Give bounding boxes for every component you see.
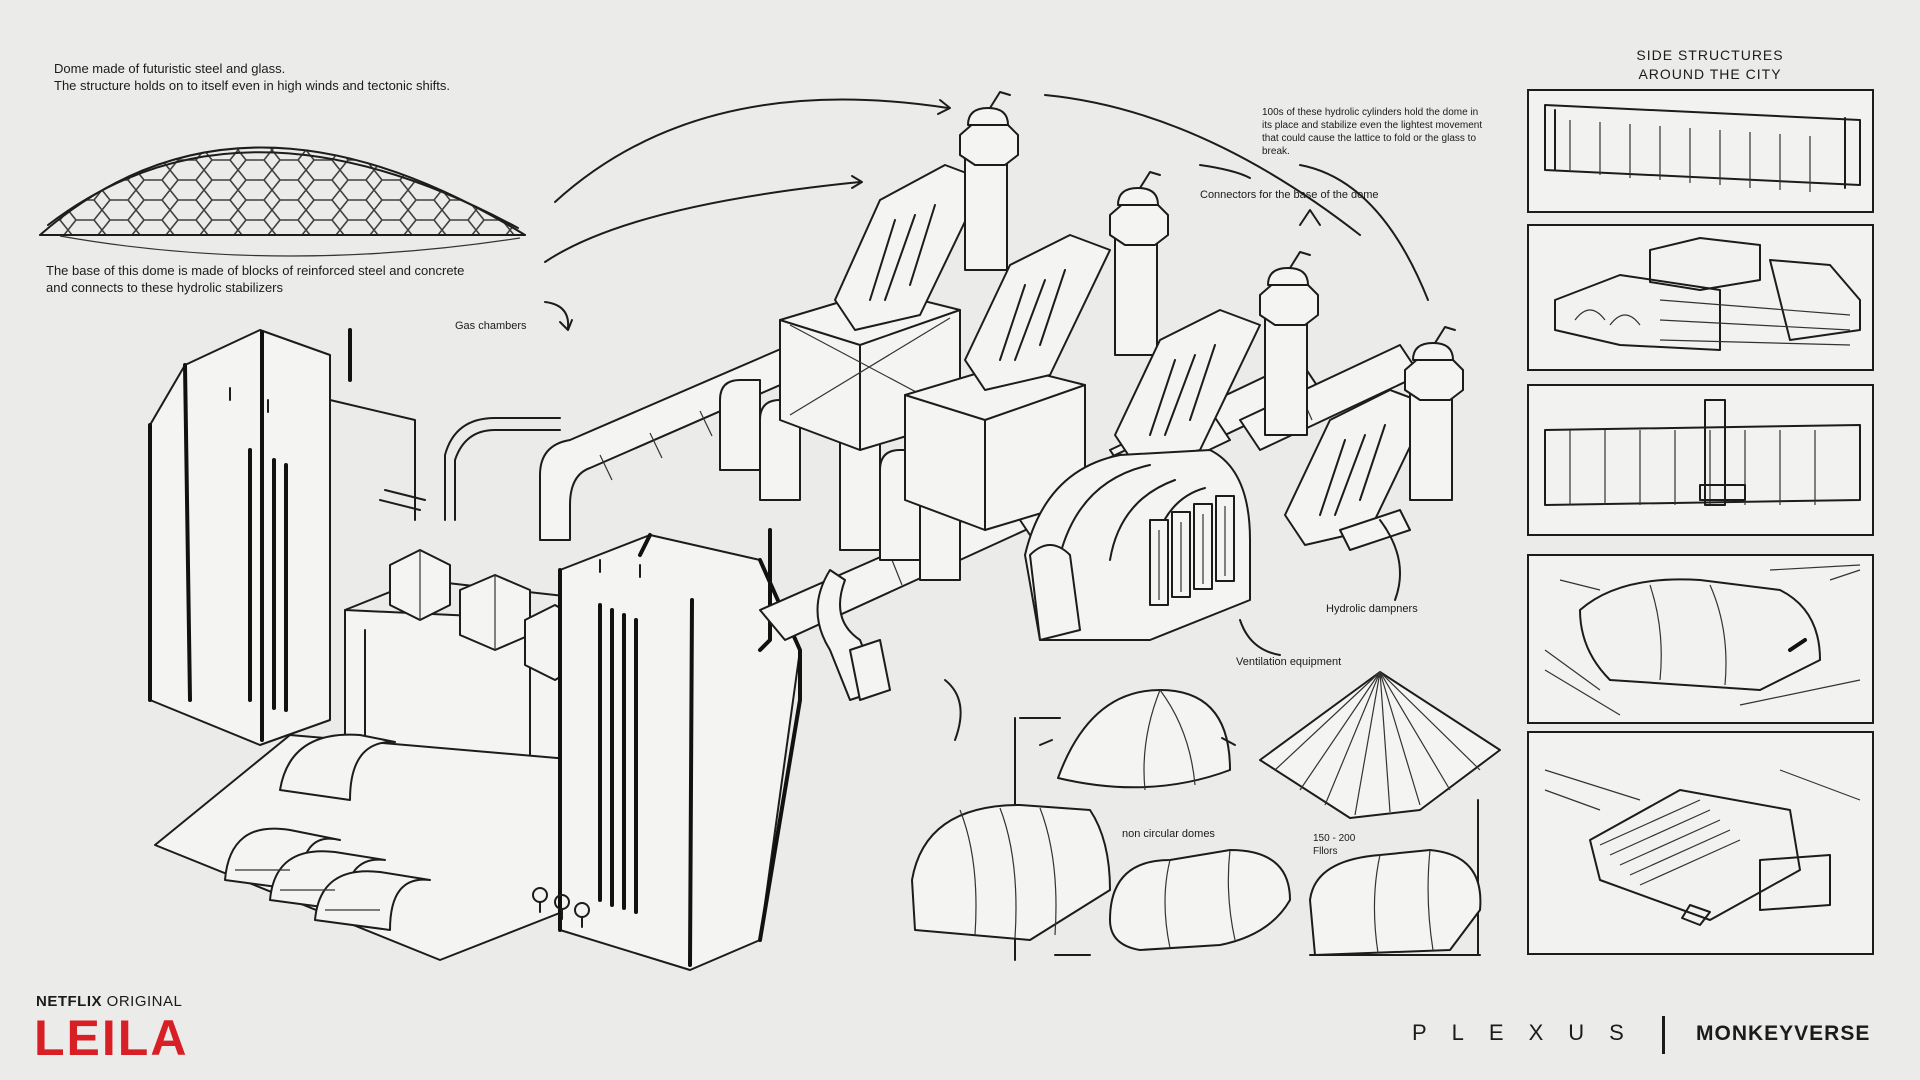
left-tower (148, 328, 416, 746)
central-tower (532, 528, 802, 971)
hydrolic-dampners-label: Hydrolic dampners (1326, 603, 1418, 615)
machinery-boxes (779, 289, 1086, 531)
gas-chambers-label: Gas chambers (455, 320, 527, 332)
non-circular-domes-label: non circular domes (1122, 828, 1215, 840)
dome-base-line-1: The base of this dome is made of blocks … (46, 263, 465, 278)
side-structures-title-line-2: AROUND THE CITY (1638, 66, 1782, 82)
cylinders-line-2: its place and stabilize even the lightes… (1262, 120, 1483, 131)
cylinders-line-4: break. (1262, 146, 1290, 157)
arrow-gas-chambers (544, 301, 570, 329)
cylinders-line-1: 100s of these hydrolic cylinders hold th… (1262, 107, 1479, 118)
original-word: ORIGINAL (106, 993, 183, 1010)
hydrolic-stabilizers (834, 91, 1464, 551)
monkeyverse-logo: MONKEYVERSE (1696, 1022, 1871, 1045)
geodesic-dome-sketch (39, 146, 526, 257)
dome-types-sketches (911, 671, 1501, 961)
ventilation-vault (1024, 449, 1251, 641)
dome-intro-line-1: Dome made of futuristic steel and glass. (54, 61, 286, 76)
side-structures-title: SIDE STRUCTURES AROUND THE CITY (1560, 46, 1860, 84)
side-structures-title-line-1: SIDE STRUCTURES (1636, 47, 1784, 63)
leila-logo: LEILA (34, 1010, 189, 1066)
dome-base-line-2: and connects to these hydrolic stabilize… (46, 280, 284, 295)
floors-line-1: 150 - 200 (1313, 833, 1356, 844)
plexus-logo: PLEXUS (1412, 1020, 1649, 1045)
dome-intro-line-2: The structure holds on to itself even in… (54, 78, 450, 93)
logo-separator (1662, 1016, 1665, 1054)
ventilation-label: Ventilation equipment (1236, 656, 1342, 668)
netflix-original-label: NETFLIX ORIGINAL (36, 993, 182, 1010)
floors-line-2: Fllors (1313, 846, 1338, 857)
cylinders-line-3: that could cause the lattice to fold or … (1262, 133, 1477, 144)
arrow-to-stabilizers (544, 181, 861, 263)
gas-chamber-platform (154, 417, 601, 961)
netflix-word: NETFLIX (36, 993, 102, 1010)
arrow-to-cylinders (554, 98, 949, 203)
connectors-label: Connectors for the base of the dome (1200, 189, 1379, 201)
side-structure-panels (1527, 89, 1874, 955)
